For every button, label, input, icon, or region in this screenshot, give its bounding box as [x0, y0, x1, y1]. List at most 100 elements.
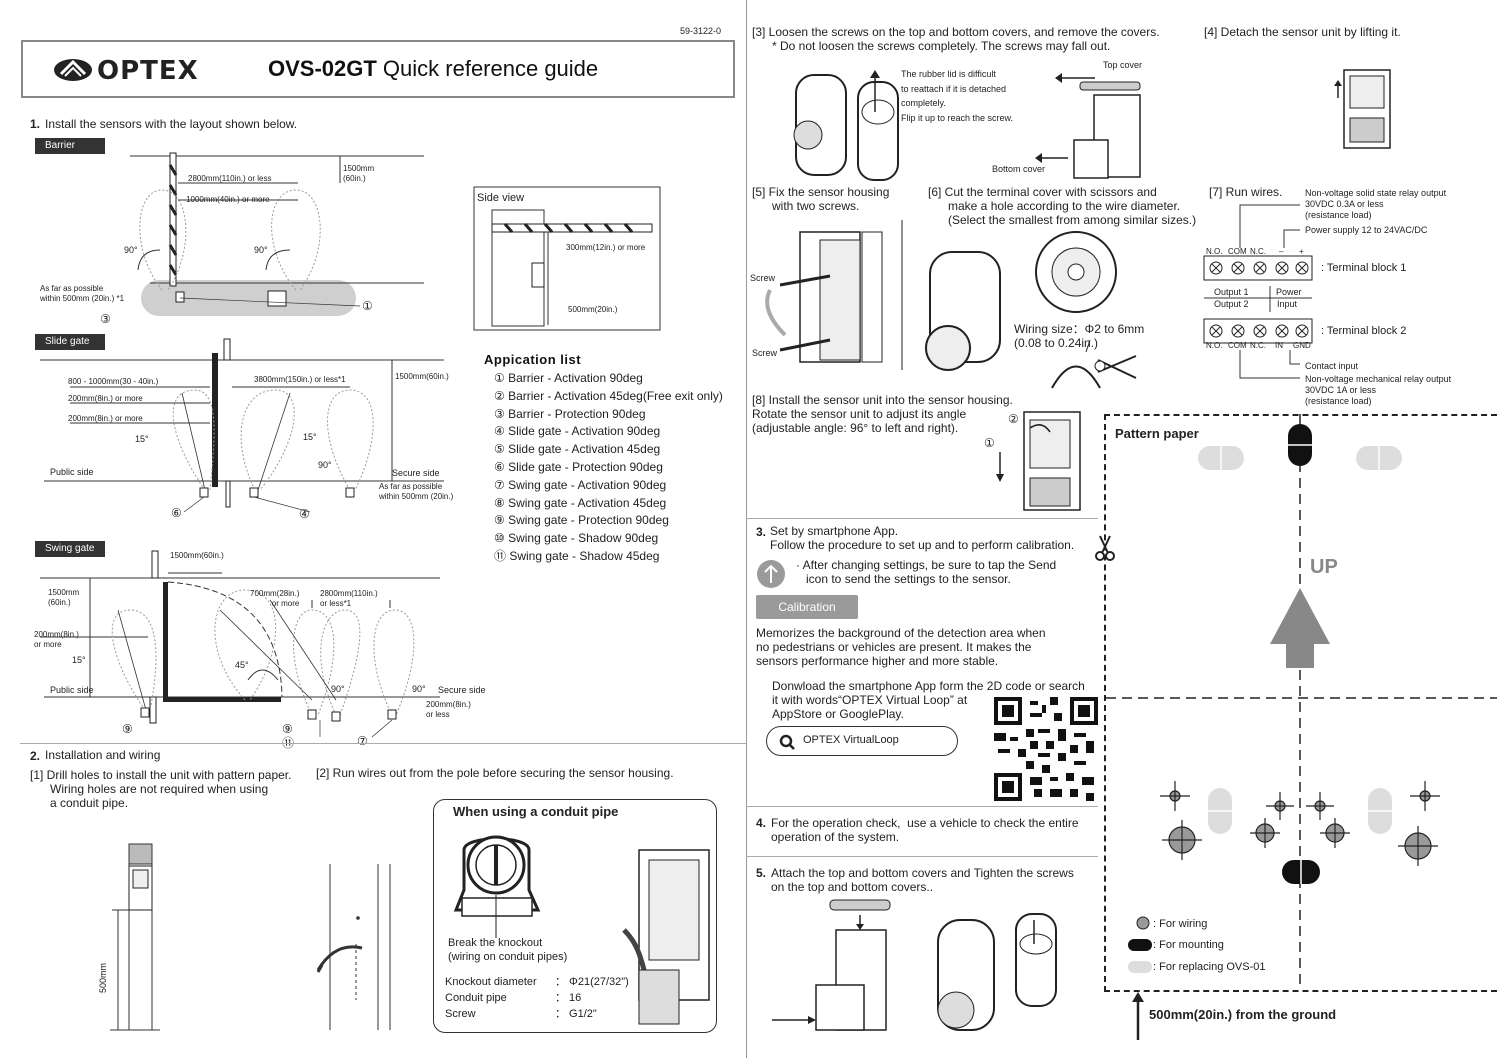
slide-angle-90: 90° [318, 460, 332, 470]
spec-label: Knockout diameter [445, 976, 537, 988]
qr-code-icon [994, 697, 1098, 801]
doc-code: 59-3122-0 [680, 26, 722, 36]
app-search-box[interactable]: OPTEX VirtualLoop [766, 726, 958, 756]
step5-illustration [765, 220, 903, 370]
tb2-label-gnd: GND [1293, 341, 1311, 350]
download-text: Donwload the smartphone App form the 2D … [772, 679, 1085, 721]
power-label: Power [1276, 287, 1302, 297]
swing-angle-15: 15° [72, 655, 86, 665]
legend-mounting: : For mounting [1153, 939, 1224, 951]
barrier-dim-1500: 1500mm (60in.) [343, 164, 375, 183]
section1-num: 1. [30, 117, 41, 131]
section3-num: 3. [756, 525, 767, 539]
step3-4-illustration [793, 69, 1391, 181]
slide-secure-side: Secure side [392, 468, 440, 478]
section5-divider [746, 856, 1098, 857]
step6-text: [6] Cut the terminal cover with scissors… [928, 185, 1197, 227]
section2-title: Installation and wiring [45, 748, 161, 762]
barrier-diagram [130, 152, 661, 331]
conduit-box: When using a conduit pipe Break the knoc… [433, 799, 717, 1033]
section4-num: 4. [756, 816, 767, 830]
slide-angle-15a: 15° [135, 434, 149, 444]
slide-dim-200a: 200mm(8in.) or more [68, 394, 143, 403]
swing-dim-200b: 200mm(8in.) or less [426, 700, 471, 719]
slide-dim-3800: 3800mm(150in.) or less*1 [254, 375, 346, 384]
step4-text: [4] Detach the sensor unit by lifting it… [1204, 25, 1401, 39]
section3-divider [746, 518, 1098, 519]
swing-angle-45: 45° [235, 660, 249, 670]
barrier-num-3: ③ [100, 312, 111, 326]
swing-angle-90a: 90° [331, 684, 345, 694]
tb2-name: : Terminal block 2 [1321, 325, 1407, 337]
swing-public-side: Public side [50, 685, 94, 695]
list-item: ② Barrier - Activation 45deg(Free exit o… [494, 388, 723, 403]
conduit-title: When using a conduit pipe [453, 804, 619, 819]
swing-angle-90b: 90° [412, 684, 426, 694]
barrier-dim-1000: 1000mm(40in.) or more [186, 195, 270, 204]
list-item: ⑦ Swing gate - Activation 90deg [494, 477, 667, 492]
optex-logo-icon [54, 59, 92, 81]
barrier-dim-2800: 2800mm(110in.) or less [188, 174, 272, 183]
list-item: ① Barrier - Activation 90deg [494, 371, 643, 385]
output2-label: Output 2 [1214, 299, 1249, 309]
slide-dim-1500: 1500mm(60in.) [395, 372, 449, 381]
step5-covers-illustration [772, 899, 1057, 1031]
swing-dim-1500top: 1500mm(60in.) [170, 551, 224, 560]
swing-gate-diagram [40, 550, 440, 738]
tb1-name: : Terminal block 1 [1321, 262, 1407, 274]
step8-illustration [996, 411, 1081, 511]
swing-num-9b: ⑨ [282, 722, 293, 736]
step1-text: [1] Drill holes to install the unit with… [30, 768, 292, 810]
tb1-label-no: N.O. [1206, 247, 1223, 256]
application-list: ① Barrier - Activation 90deg ② Barrier -… [494, 370, 723, 566]
list-item: ③ Barrier - Protection 90deg [494, 406, 646, 421]
slide-public-side: Public side [50, 467, 94, 477]
barrier-angle-right: 90° [254, 245, 268, 255]
slide-angle-15b: 15° [303, 432, 317, 442]
page-divider [746, 0, 747, 1058]
swing-dim-700: 700mm(28in.) or more [250, 589, 300, 608]
list-item: ⑨ Swing gate - Protection 90deg [494, 513, 669, 528]
terminal-blocks-illustration [1203, 204, 1313, 379]
tb2-label-in: IN [1275, 341, 1283, 350]
swing-dim-2800: 2800mm(110in.) or less*1 [320, 589, 378, 608]
barrier-angle-left: 90° [124, 245, 138, 255]
swing-dim-1500: 1500mm (60in.) [48, 588, 80, 607]
tb1-label-nc: N.C. [1250, 247, 1266, 256]
step7-text: [7] Run wires. [1209, 185, 1283, 199]
search-label: OPTEX VirtualLoop [803, 734, 899, 746]
swing-gate-tag: Swing gate [35, 541, 105, 557]
calibration-desc: Memorizes the background of the detectio… [756, 626, 1046, 668]
pattern-title: Pattern paper [1115, 426, 1199, 441]
tb2-label-com: COM [1228, 341, 1247, 350]
swing-dim-200: 200mm(8in.) or more [34, 630, 79, 649]
list-item: ⑪ Swing gate - Shadow 45deg [494, 548, 660, 563]
spec-label: Screw [445, 1008, 476, 1020]
section4-text: For the operation check, use a vehicle t… [771, 816, 1079, 844]
side-view-dim-300: 300mm(12in.) or more [566, 243, 646, 252]
pole-drill-illustration [110, 843, 391, 1031]
spec-label: Conduit pipe [445, 992, 507, 1004]
pattern-up-label: UP [1310, 556, 1338, 578]
step8-num-2: ② [1008, 412, 1019, 426]
legend-wiring: : For wiring [1153, 918, 1208, 930]
application-list-title: Appication list [484, 352, 582, 367]
tb1-label-plus: + [1299, 247, 1304, 256]
section5-num: 5. [756, 866, 767, 880]
tb1-label-com: COM [1228, 247, 1247, 256]
conduit-knockout-illustration [453, 835, 710, 1025]
barrier-num-1: ① [362, 299, 373, 313]
screw-label-a: Screw [750, 273, 776, 283]
title-banner: OPTEX OVS-02GT Quick reference guide [21, 40, 735, 98]
slide-num-6: ⑥ [171, 506, 182, 520]
knockout-note: Break the knockout (wiring on conduit pi… [448, 937, 568, 963]
calibration-button[interactable]: Calibration [756, 595, 858, 619]
section1-title: Install the sensors with the layout show… [45, 117, 298, 131]
barrier-tag: Barrier [35, 138, 105, 154]
power-supply-note: Power supply 12 to 24VAC/DC [1305, 225, 1428, 235]
section2-divider [20, 743, 746, 744]
side-view-dim-500: 500mm(20in.) [568, 305, 618, 314]
output1-label: Output 1 [1214, 287, 1249, 297]
relay-mech-note: Non-voltage mechanical relay output 30VD… [1305, 374, 1452, 406]
logo-text: OPTEX [97, 56, 199, 86]
